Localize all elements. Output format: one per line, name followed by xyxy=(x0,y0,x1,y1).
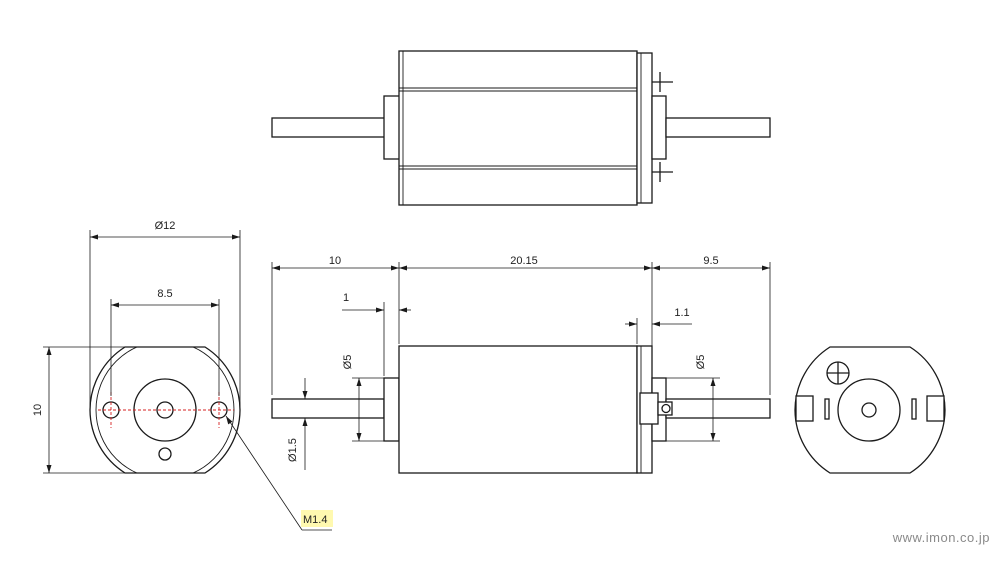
shaft-right-length-label: 9.5 xyxy=(703,255,718,267)
rear-boss xyxy=(837,378,901,442)
shaft-diameter-label: Ø1.5 xyxy=(287,438,299,462)
front-vent-hole xyxy=(158,447,172,461)
side-boss-left xyxy=(383,377,400,442)
side-terminal-hole xyxy=(661,403,671,414)
side-terminal-tab xyxy=(639,392,659,425)
body-length-label: 20.15 xyxy=(510,255,538,267)
watermark: www.imon.co.jp xyxy=(892,530,990,545)
thread-highlight xyxy=(301,510,333,527)
top-endcap xyxy=(636,52,653,204)
thread-leader xyxy=(225,415,303,531)
rear-slot-left xyxy=(824,398,830,420)
thread-label: M1.4 xyxy=(303,514,327,526)
top-boss-right xyxy=(651,95,667,160)
side-shaft-right xyxy=(665,398,771,419)
top-shaft-right xyxy=(665,117,771,138)
boss-left-diameter-label: Ø5 xyxy=(342,355,354,370)
collar-right-label: 1.1 xyxy=(674,307,689,319)
rear-slot-right xyxy=(911,398,917,420)
collar-left-label: 1 xyxy=(343,292,349,304)
shaft-left-length-label: 10 xyxy=(329,255,341,267)
rear-shaft xyxy=(861,402,877,418)
front-diameter-label: Ø12 xyxy=(155,220,176,232)
side-body xyxy=(398,345,638,474)
top-shaft-left xyxy=(271,117,389,138)
rear-outline xyxy=(794,346,946,474)
hole-spacing-label: 8.5 xyxy=(157,288,172,300)
top-view xyxy=(271,50,771,206)
top-body xyxy=(398,50,638,206)
rear-view xyxy=(794,346,946,474)
rear-terminal-left xyxy=(795,395,814,422)
top-boss-left xyxy=(383,95,401,160)
side-shaft-left xyxy=(271,398,385,419)
boss-right-diameter-label: Ø5 xyxy=(695,355,707,370)
rear-terminal-right xyxy=(926,395,945,422)
front-view: Ø12 8.5 10 M1.4 xyxy=(32,220,333,531)
side-view: 10 20.15 9.5 1 1.1 Ø5 xyxy=(271,255,771,474)
front-height-label: 10 xyxy=(32,404,44,416)
